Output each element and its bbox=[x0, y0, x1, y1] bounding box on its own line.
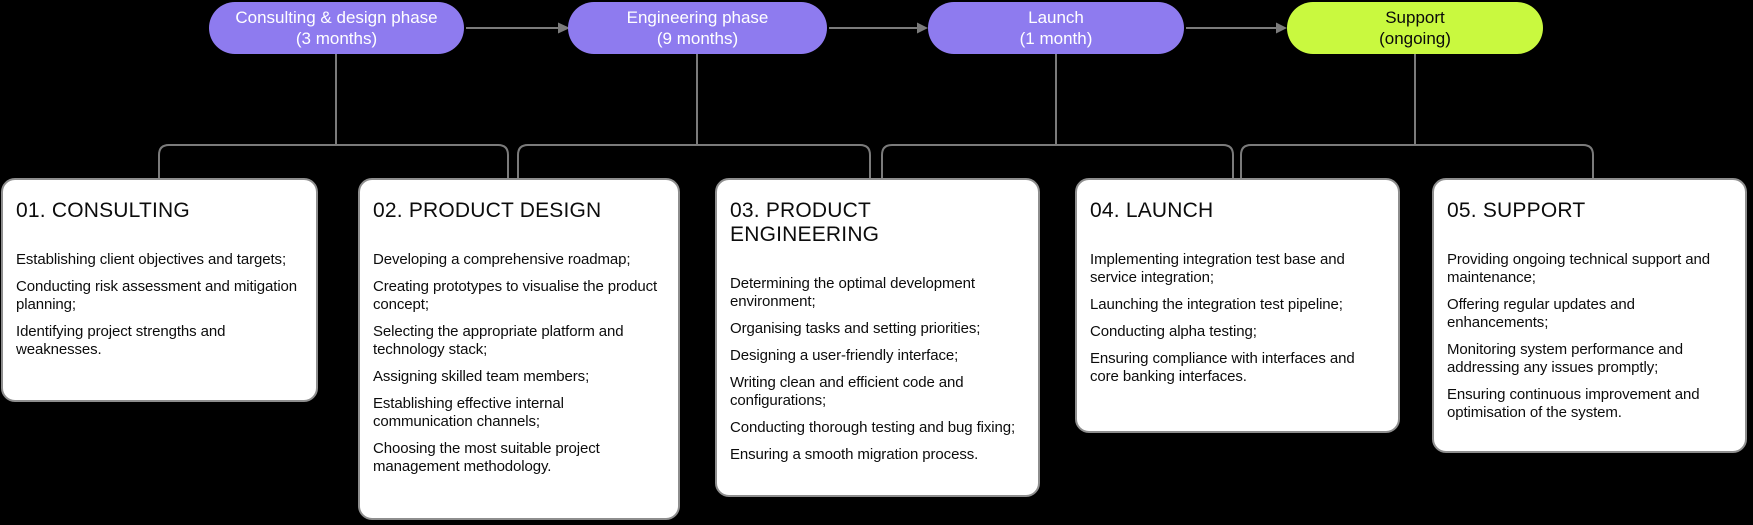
phase-arrow bbox=[1186, 22, 1287, 34]
phase-bracket bbox=[881, 144, 1234, 179]
card-item: Organising tasks and setting priorities; bbox=[730, 320, 981, 337]
phase-pill-engineering: Engineering phase (9 months) bbox=[568, 2, 827, 54]
phase-pill-consulting-design: Consulting & design phase (3 months) bbox=[209, 2, 464, 54]
phase-pill-launch: Launch (1 month) bbox=[928, 2, 1184, 54]
phase-bracket bbox=[517, 144, 871, 179]
card-item: Ensuring a smooth migration process. bbox=[730, 446, 979, 463]
card-title: 01. CONSULTING bbox=[16, 199, 190, 222]
phase-label: Consulting & design phase bbox=[235, 8, 438, 27]
card-item: Ensuring continuous improvement and opti… bbox=[1447, 386, 1700, 421]
card-item: Writing clean and efficient code and con… bbox=[730, 374, 964, 409]
card-item: Choosing the most suitable project manag… bbox=[373, 440, 600, 475]
card-item: Launching the integration test pipeline; bbox=[1090, 296, 1343, 313]
phase-label: Engineering phase bbox=[626, 8, 769, 27]
card-item: Determining the optimal development envi… bbox=[730, 275, 975, 310]
card-item: Conducting thorough testing and bug fixi… bbox=[730, 419, 1016, 436]
phase-bracket bbox=[1240, 144, 1594, 179]
card-item: Monitoring system performance and addres… bbox=[1447, 341, 1683, 376]
card-title: 04. LAUNCH bbox=[1090, 199, 1214, 222]
card-launch: 04. LAUNCH Implementing integration test… bbox=[1075, 178, 1400, 433]
card-product-engineering: 03. PRODUCT ENGINEERING Determining the … bbox=[715, 178, 1040, 497]
phase-label: Launch bbox=[1028, 8, 1084, 27]
card-title: 02. PRODUCT DESIGN bbox=[373, 199, 602, 222]
card-item: Creating prototypes to visualise the pro… bbox=[373, 278, 658, 313]
card-item: Developing a comprehensive roadmap; bbox=[373, 251, 631, 268]
phase-arrow bbox=[466, 22, 570, 34]
card-item: Selecting the appropriate platform and t… bbox=[373, 323, 624, 358]
card-title: 05. SUPPORT bbox=[1447, 199, 1586, 222]
card-item: Identifying project strengths and weakne… bbox=[16, 323, 226, 358]
card-product-design: 02. PRODUCT DESIGN Developing a comprehe… bbox=[358, 178, 680, 520]
card-item: Establishing effective internal communic… bbox=[373, 395, 564, 430]
phase-duration: (9 months) bbox=[656, 29, 739, 48]
card-item: Providing ongoing technical support and … bbox=[1447, 251, 1710, 286]
card-item: Conducting alpha testing; bbox=[1090, 323, 1257, 340]
card-title: 03. PRODUCT ENGINEERING bbox=[730, 199, 880, 246]
phase-arrow bbox=[829, 22, 928, 34]
phase-duration: (3 months) bbox=[295, 29, 378, 48]
card-item: Assigning skilled team members; bbox=[373, 368, 590, 385]
phase-bracket bbox=[158, 144, 509, 179]
card-item: Conducting risk assessment and mitigatio… bbox=[16, 278, 298, 313]
card-support: 05. SUPPORT Providing ongoing technical … bbox=[1432, 178, 1747, 453]
phase-duration: (ongoing) bbox=[1379, 29, 1451, 48]
card-consulting: 01. CONSULTING Establishing client objec… bbox=[1, 178, 318, 402]
phase-pill-support: Support (ongoing) bbox=[1287, 2, 1543, 54]
card-item: Establishing client objectives and targe… bbox=[16, 251, 287, 268]
card-item: Offering regular updates and enhancement… bbox=[1447, 296, 1635, 331]
phase-duration: (1 month) bbox=[1019, 29, 1093, 48]
phase-label: Support bbox=[1385, 8, 1445, 27]
card-item: Implementing integration test base and s… bbox=[1090, 251, 1345, 286]
card-item: Ensuring compliance with interfaces and … bbox=[1090, 350, 1355, 385]
card-item: Designing a user-friendly interface; bbox=[730, 347, 959, 364]
